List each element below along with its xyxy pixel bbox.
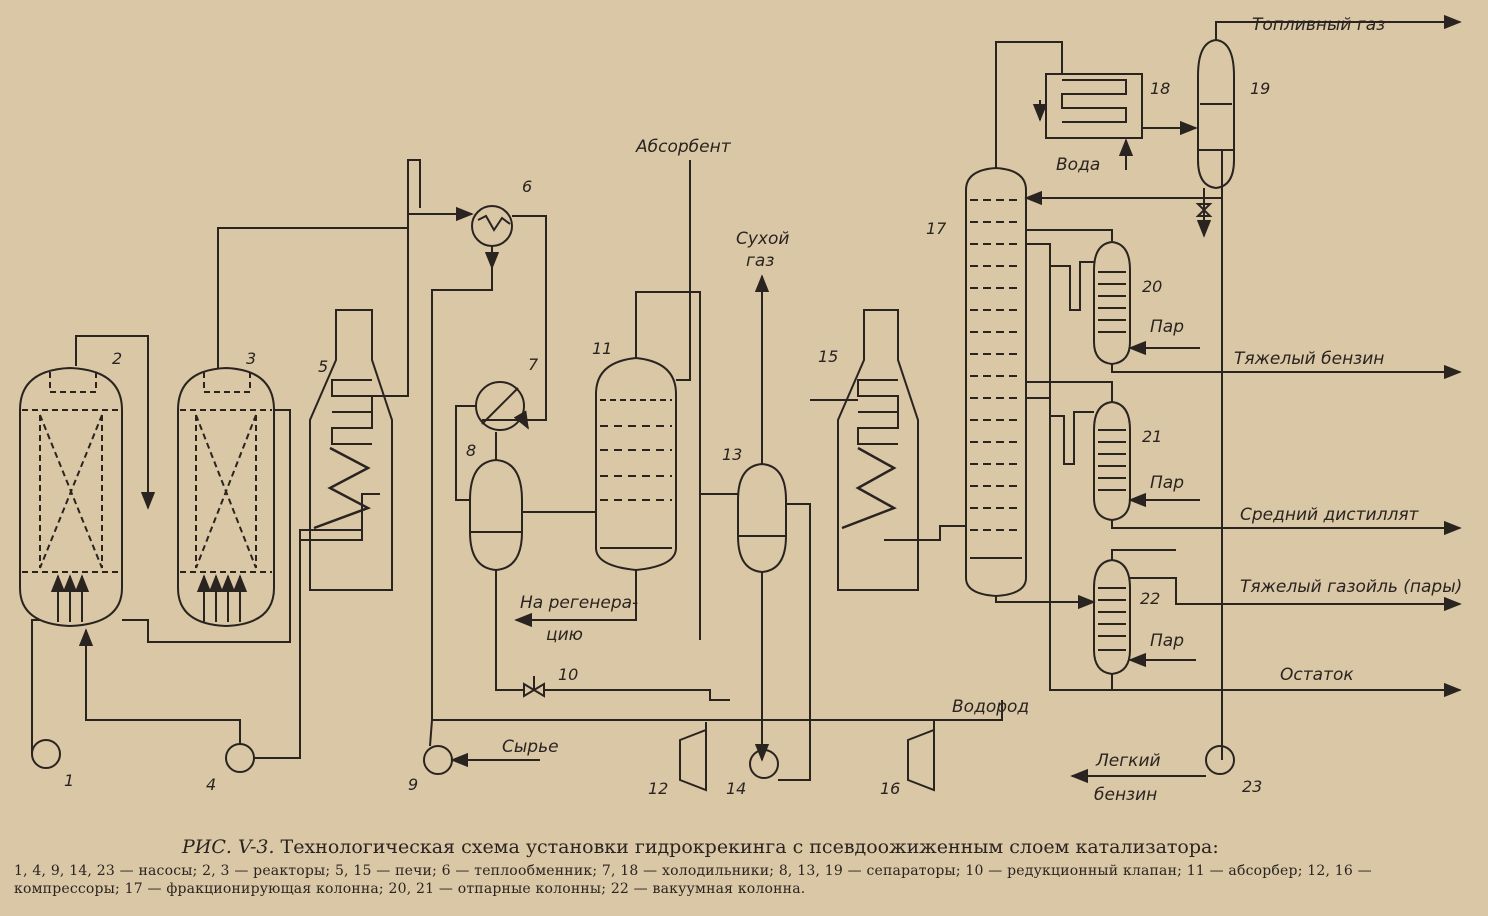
- label-num-22: 22: [1140, 589, 1160, 608]
- label-light-naphtha-1: Легкий: [1095, 751, 1161, 771]
- caption-title-line: РИС. V-3. Технологическая схема установк…: [182, 836, 1478, 858]
- label-num-3: 3: [246, 349, 256, 368]
- process-flow-diagram: 1 2 3 4 5 6 7 8 9 10 11 12 13 14 15 16 1…: [19, 14, 1462, 805]
- label-num-19: 19: [1250, 79, 1270, 98]
- label-num-2: 2: [112, 349, 122, 368]
- label-num-6: 6: [522, 177, 532, 196]
- absorber-11: [595, 356, 677, 572]
- label-num-11: 11: [592, 339, 612, 358]
- label-to-regen-2: цию: [546, 625, 583, 645]
- label-to-regen-1: На регенера-: [520, 593, 638, 613]
- separator-19: [1197, 38, 1235, 190]
- separator-13: [737, 462, 787, 574]
- compressor-12: [679, 728, 707, 792]
- reactor-2: [19, 366, 123, 628]
- valve-10: [523, 676, 545, 698]
- label-steam-22: Пар: [1150, 631, 1184, 651]
- pump-9: [423, 745, 453, 775]
- furnace-15: [837, 309, 919, 591]
- label-num-18: 18: [1150, 79, 1170, 98]
- label-steam-20: Пар: [1150, 317, 1184, 337]
- label-num-16: 16: [880, 779, 900, 798]
- furnace-5: [300, 309, 393, 591]
- cooler-7: [475, 381, 529, 431]
- label-num-5: 5: [318, 357, 328, 376]
- label-num-14: 14: [726, 779, 746, 798]
- label-num-13: 13: [722, 445, 742, 464]
- label-feed: Сырье: [502, 737, 559, 757]
- label-hydrogen: Водород: [952, 697, 1029, 717]
- label-num-10: 10: [558, 665, 578, 684]
- figure-label: РИС. V-3.: [182, 836, 275, 858]
- label-heavy-naphtha: Тяжелый бензин: [1234, 349, 1384, 369]
- label-num-9: 9: [408, 775, 418, 794]
- label-num-23: 23: [1242, 777, 1262, 796]
- figure-legend: 1, 4, 9, 14, 23 — насосы; 2, 3 — реактор…: [14, 863, 1372, 897]
- label-num-4: 4: [206, 775, 216, 794]
- compressor-16: [907, 728, 935, 792]
- pump-1: [31, 739, 61, 769]
- reactor-3: [177, 366, 275, 628]
- fractionator-17: [965, 166, 1027, 598]
- pump-4: [225, 743, 255, 773]
- label-dry-gas-1: Сухой: [736, 229, 789, 249]
- label-absorbent: Абсорбент: [635, 137, 732, 157]
- label-num-7: 7: [528, 355, 539, 374]
- figure-caption: РИС. V-3. Технологическая схема установк…: [14, 836, 1478, 898]
- label-num-8: 8: [466, 441, 476, 460]
- label-num-20: 20: [1142, 277, 1162, 296]
- label-num-15: 15: [818, 347, 838, 366]
- label-heavy-gasoil: Тяжелый газойль (пары): [1240, 577, 1462, 597]
- figure-title: Технологическая схема установки гидрокре…: [280, 836, 1219, 858]
- label-middle-distillate: Средний дистиллят: [1240, 505, 1420, 525]
- label-water: Вода: [1056, 155, 1100, 175]
- heat-exchanger-6: [471, 205, 513, 247]
- label-num-21: 21: [1142, 427, 1162, 446]
- label-steam-21: Пар: [1150, 473, 1184, 493]
- pump-23: [1205, 745, 1235, 775]
- label-light-naphtha-2: бензин: [1094, 785, 1157, 805]
- label-dry-gas-2: газ: [746, 251, 774, 271]
- pump-14: [749, 749, 779, 779]
- label-fuel-gas: Топливный газ: [1252, 15, 1385, 35]
- vacuum-column-22: [1093, 558, 1131, 676]
- separator-8: [469, 458, 523, 572]
- label-num-17: 17: [926, 219, 947, 238]
- label-num-12: 12: [648, 779, 668, 798]
- label-residue: Остаток: [1280, 665, 1354, 685]
- stripper-21: [1093, 400, 1131, 522]
- stripper-20: [1093, 240, 1131, 366]
- cooler-18: [1032, 73, 1143, 139]
- label-num-1: 1: [64, 771, 74, 790]
